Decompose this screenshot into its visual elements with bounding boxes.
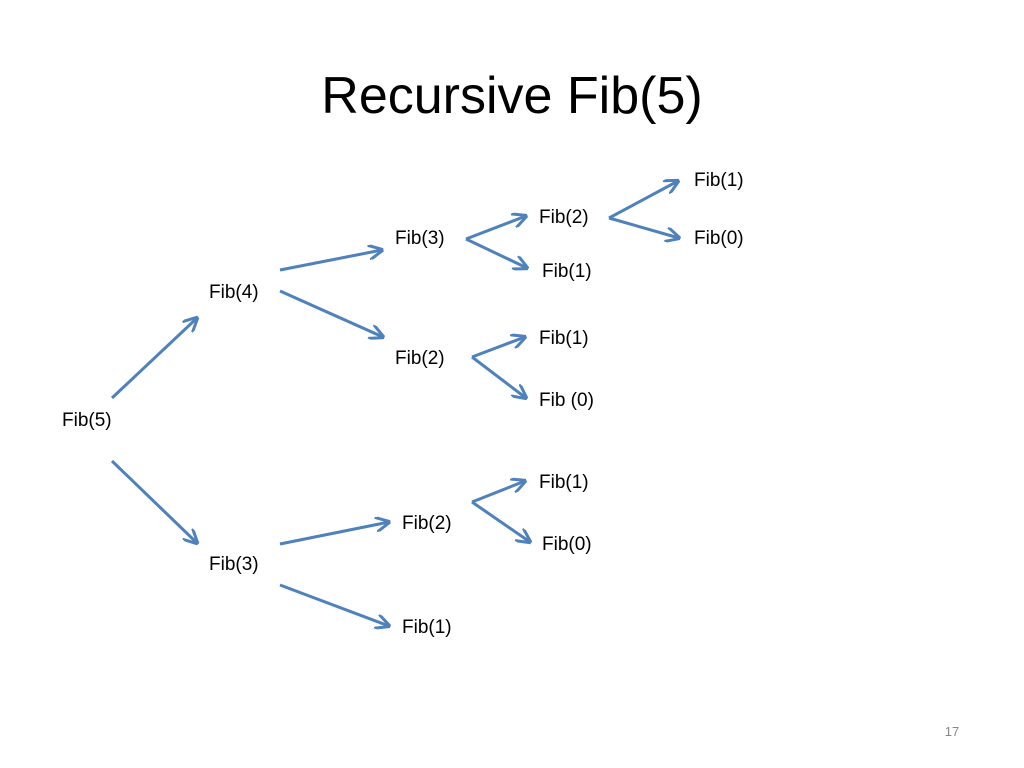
node-fib1-level3-top: Fib(1) [542,261,592,282]
arrow-fib2c-to-fib1 [608,181,678,220]
slide-page-number: 17 [944,724,960,739]
node-fib3-level1: Fib(3) [209,554,259,575]
node-fib0-level3-bottom: Fib(0) [542,534,592,555]
arrow-fib2b-to-fib1 [471,481,525,504]
arrow-fib2c-to-fib0 [608,216,679,238]
arrow-fib4-to-fib3 [279,250,382,272]
node-fib2-level2-upper: Fib(2) [395,348,445,369]
node-fib2-level2-lower: Fib(2) [402,513,452,534]
node-fib2-level3: Fib(2) [539,207,589,228]
arrow-fib2a-to-fib0 [471,355,526,398]
node-fib3-level2: Fib(3) [395,228,445,249]
arrow-fib5-to-fib3 [110,459,197,543]
slide-title: Recursive Fib(5) [321,67,703,125]
node-fib1-level3-bottom: Fib(1) [539,472,589,493]
arrow-fib2b-to-fib0 [471,500,530,542]
node-fib1-level3-middle: Fib(1) [539,328,589,349]
node-fib4: Fib(4) [209,282,259,303]
node-fib1-level2: Fib(1) [402,617,452,638]
node-fib1-level4: Fib(1) [694,170,744,191]
arrow-fib5-to-fib4 [110,318,197,400]
arrow-fib4-to-fib2 [279,289,383,337]
arrow-fib3-to-fib2 [279,522,389,546]
arrow-fib3b-to-fib1 [465,237,527,268]
arrow-fib3-to-fib1 [279,583,389,626]
node-fib5-root: Fib(5) [62,410,112,431]
arrow-fib2a-to-fib1 [471,337,525,359]
node-fib0-level3-middle: Fib (0) [539,390,594,411]
arrow-fib3b-to-fib2 [465,216,526,241]
node-fib0-level4: Fib(0) [694,228,744,249]
